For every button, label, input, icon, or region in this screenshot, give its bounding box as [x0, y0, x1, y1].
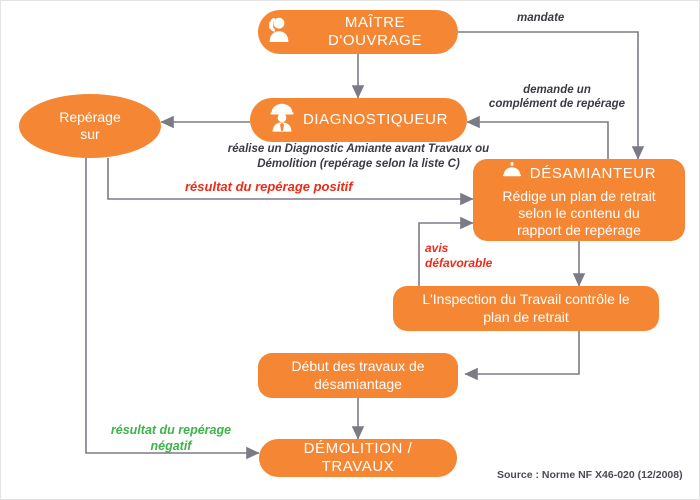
node-diagnostiqueur-caption: réalise un Diagnostic Amiante avant Trav… — [227, 143, 490, 170]
person-helmet-tie-icon — [269, 102, 295, 138]
helmet-icon — [502, 161, 522, 187]
node-reperage-sur-line1: Repérage — [59, 108, 121, 125]
edge-label-avis-defavorable: avis défavorable — [425, 241, 493, 270]
node-debut-travaux[interactable]: Début des travaux de désamiantage — [258, 353, 458, 398]
node-debut-travaux-line2: désamiantage — [314, 375, 402, 392]
wire-reperage-negatif — [85, 158, 260, 460]
node-desamianteur-title: DÉSAMIANTEUR — [529, 164, 657, 182]
node-reperage-sur[interactable]: Repérage sur — [19, 94, 161, 158]
node-desamianteur-line2: selon le contenu du — [518, 204, 640, 221]
node-desamianteur[interactable]: DÉSAMIANTEUR Rédige un plan de retrait s… — [473, 159, 685, 241]
node-inspection-line1: L'Inspection du Travail contrôle le — [422, 291, 630, 308]
edge-label-resultat-negatif: résultat du repérage négatif — [110, 423, 232, 453]
node-maitre-ouvrage[interactable]: MAÎTRE D'OUVRAGE — [258, 10, 458, 54]
node-desamianteur-line1: Rédige un plan de retrait — [502, 187, 656, 204]
node-demolition-travaux-title: DÉMOLITION / TRAVAUX — [303, 439, 413, 475]
node-desamianteur-line3: rapport de repérage — [517, 221, 641, 238]
node-maitre-ouvrage-title: MAÎTRE D'OUVRAGE — [327, 13, 423, 49]
node-inspection-line2: plan de retrait — [483, 308, 569, 325]
wire-inspection-to-debut — [464, 331, 580, 381]
node-debut-travaux-line1: Début des travaux de — [291, 358, 425, 375]
edge-label-mandate: mandate — [517, 12, 565, 24]
node-diagnostiqueur[interactable]: DIAGNOSTIQUEUR — [250, 98, 467, 142]
node-reperage-sur-line2: sur — [80, 126, 100, 142]
node-demolition-travaux[interactable]: DÉMOLITION / TRAVAUX — [259, 439, 457, 477]
person-phone-icon — [266, 15, 292, 49]
edge-label-complement: demande un complément de repérage — [488, 84, 626, 111]
node-diagnostiqueur-title: DIAGNOSTIQUEUR — [302, 110, 449, 128]
edge-label-resultat-positif: résultat du repérage positif — [185, 179, 353, 194]
node-inspection-travail[interactable]: L'Inspection du Travail contrôle le plan… — [393, 286, 659, 331]
source-note: Source : Norme NF X46-020 (12/2008) — [497, 469, 683, 481]
